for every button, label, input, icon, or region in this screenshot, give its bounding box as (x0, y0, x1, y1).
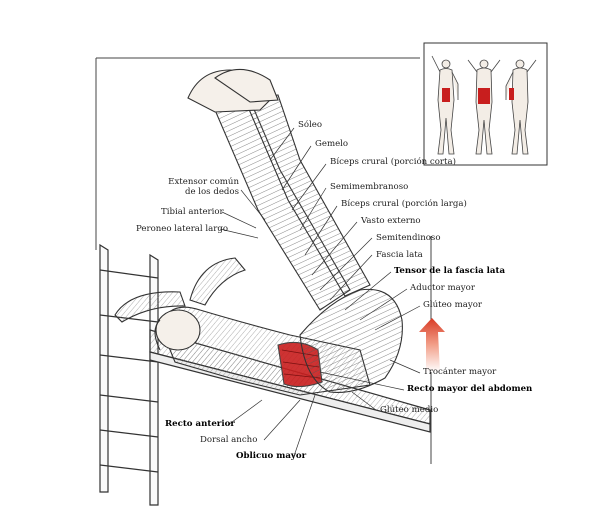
label-semitendinoso: Semitendinoso (376, 233, 441, 243)
label-tensor: Tensor de la fascia lata (394, 266, 506, 276)
label-soleo: Sóleo (298, 120, 323, 130)
label-dorsal: Dorsal ancho (200, 435, 258, 445)
label-biceps-corta: Bíceps crural (porción corta) (330, 157, 456, 167)
label-biceps-larga: Bíceps crural (porción larga) (341, 199, 467, 209)
label-recto-anterior: Recto anterior (165, 419, 235, 429)
figure-side (467, 59, 501, 155)
figure-back (505, 59, 537, 155)
figure-front (431, 55, 459, 155)
label-gemelo: Gemelo (315, 139, 349, 149)
label-tibial: Tibial anterior (161, 207, 224, 217)
label-semimembranoso: Semimembranoso (330, 182, 409, 192)
label-trocanter: Trocánter mayor (423, 367, 497, 377)
muscle-map-inset (423, 42, 548, 166)
label-aductor: Aductor mayor (410, 283, 475, 293)
athlete-legs (187, 68, 403, 393)
label-extensor: Extensor común de los dedos (168, 177, 239, 197)
label-oblicuo: Oblicuo mayor (236, 451, 307, 461)
label-gluteo-mayor: Glúteo mayor (423, 300, 483, 310)
label-vasto: Vasto externo (361, 216, 421, 226)
label-fascia: Fascia lata (376, 250, 423, 260)
label-peroneo: Peroneo lateral largo (136, 224, 229, 234)
movement-arrow (419, 318, 445, 372)
label-gluteo-medio: Glúteo medio (380, 405, 439, 415)
label-recto-mayor: Recto mayor del abdomen (407, 384, 533, 394)
wall-bars (99, 243, 159, 506)
leader-lines (219, 127, 421, 457)
